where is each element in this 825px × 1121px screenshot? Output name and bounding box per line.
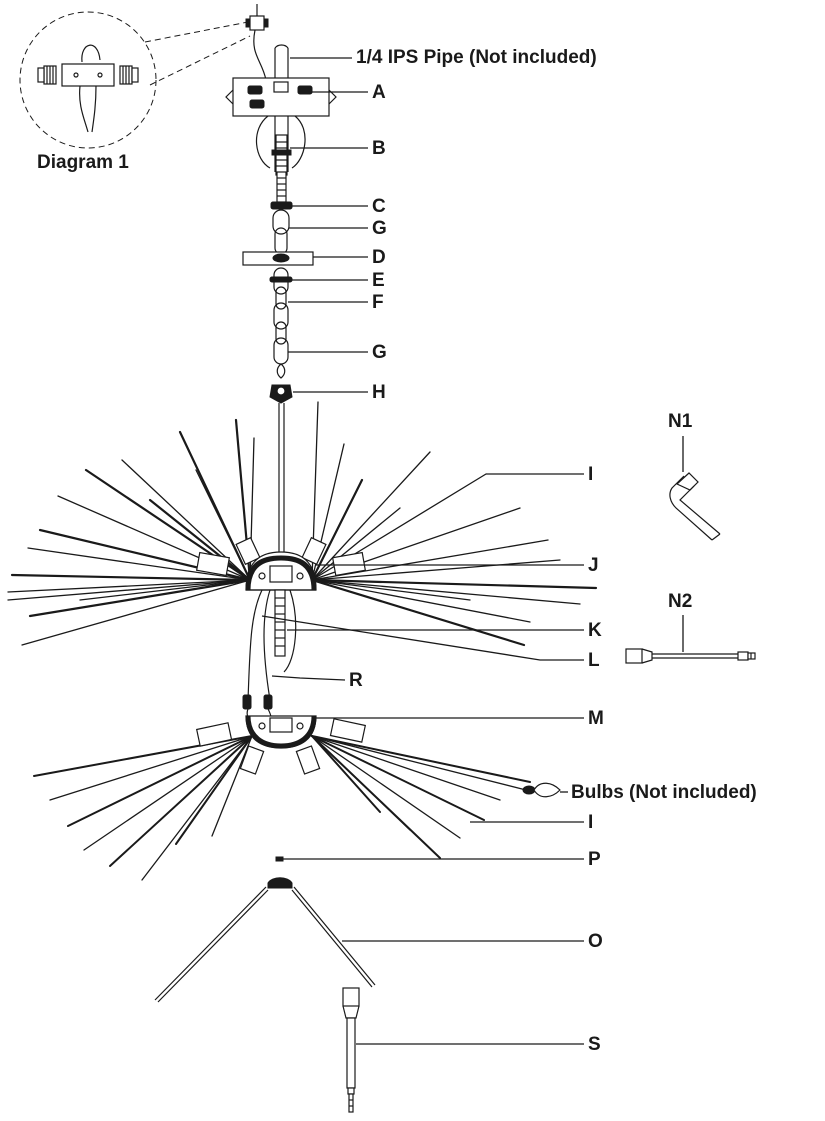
callout-pipe: 1/4 IPS Pipe (Not included): [356, 47, 597, 68]
upper-arm: [311, 559, 561, 581]
callout-H: H: [372, 382, 386, 403]
inset-title: Diagram 1: [37, 152, 129, 173]
upper-arm: [7, 579, 251, 593]
callout-I-top: I: [588, 464, 594, 485]
callout-B: B: [372, 138, 386, 159]
callout-M: M: [588, 708, 604, 729]
callout-I-bottom: I: [588, 812, 594, 833]
upper-arm: [28, 578, 252, 618]
callout-K: K: [588, 620, 602, 641]
lower-arm: [311, 735, 485, 821]
part-C-loop: [270, 201, 293, 210]
part-G-loop-lower: [276, 363, 286, 379]
callout-D: D: [372, 247, 386, 268]
part-S-extension: [342, 987, 360, 1113]
upper-arm: [121, 459, 251, 581]
upper-arm: [310, 578, 598, 590]
lower-arm: [311, 735, 527, 791]
upper-arm: [7, 579, 251, 601]
callout-L: L: [588, 650, 600, 671]
upper-arm: [27, 547, 251, 581]
callout-F: F: [372, 292, 384, 313]
upper-arm: [311, 451, 431, 581]
lower-arm: [83, 735, 253, 851]
upper-arm: [10, 573, 252, 582]
inset-left-screw: [37, 65, 57, 85]
tool-N1-hex-key: [669, 472, 721, 541]
upper-arm: [311, 579, 531, 623]
part-K-threaded-rod: [274, 589, 286, 657]
tool-label-N2: N2: [668, 591, 693, 612]
callout-P: P: [588, 849, 601, 870]
callout-G-top: G: [372, 218, 387, 239]
lower-arm: [311, 735, 461, 839]
center-stem: [278, 403, 285, 560]
upper-arm: [310, 578, 526, 647]
upper-arm: [21, 579, 251, 646]
part-D-canopy: [242, 251, 314, 266]
part-P-screw: [275, 856, 284, 862]
callout-J: J: [588, 555, 599, 576]
upper-arm: [311, 507, 401, 581]
upper-tier-sockets: [195, 536, 367, 577]
upper-arm: [148, 498, 252, 582]
lower-tier-sockets: [195, 718, 367, 775]
flame-bulb-icon: [522, 782, 561, 798]
part-M-lower-body: [245, 715, 317, 749]
lower-arm: [311, 735, 531, 783]
part-B-nipple: [255, 115, 306, 176]
upper-arm: [310, 478, 364, 582]
part-E-collar: [269, 276, 293, 283]
callout-G-bottom: G: [372, 342, 387, 363]
upper-tier-arms: [7, 401, 598, 647]
callout-leaders: [261, 57, 684, 1045]
callout-O: O: [588, 931, 603, 952]
lower-arm: [311, 735, 501, 801]
lower-arm: [311, 735, 411, 831]
upper-arm: [311, 579, 471, 601]
lower-arm: [67, 735, 253, 827]
part-J-body: [245, 551, 317, 591]
pipe-coupling: [245, 4, 269, 81]
part-A-mounting-plate: [225, 77, 337, 117]
tool-label-N1: N1: [668, 411, 693, 432]
lower-arm: [175, 735, 253, 845]
callout-R: R: [349, 670, 363, 691]
upper-arm: [79, 579, 251, 601]
threaded-rod-upper: [276, 171, 287, 203]
part-H-loop: [269, 384, 293, 404]
diagram-1-inset: [19, 11, 251, 149]
inset-right-screw: [119, 65, 139, 85]
lower-arm: [49, 735, 253, 801]
upper-arm: [311, 579, 581, 605]
part-R-wire-connectors: [242, 589, 297, 731]
lower-arm: [109, 735, 253, 867]
callout-bulbs: Bulbs (Not included): [571, 782, 757, 803]
chain-upper: [272, 209, 290, 255]
callout-E: E: [372, 270, 385, 291]
part-O-bottom-cover: [154, 877, 376, 1003]
callout-C: C: [372, 196, 386, 217]
callout-A: A: [372, 82, 386, 103]
tool-N2-extension-rod: [625, 648, 756, 664]
callout-S: S: [588, 1034, 601, 1055]
upper-arm: [195, 469, 251, 581]
lower-arm: [141, 735, 253, 881]
lower-arm: [211, 735, 253, 837]
part-F-chain: [273, 267, 289, 365]
lower-arm: [311, 735, 381, 813]
